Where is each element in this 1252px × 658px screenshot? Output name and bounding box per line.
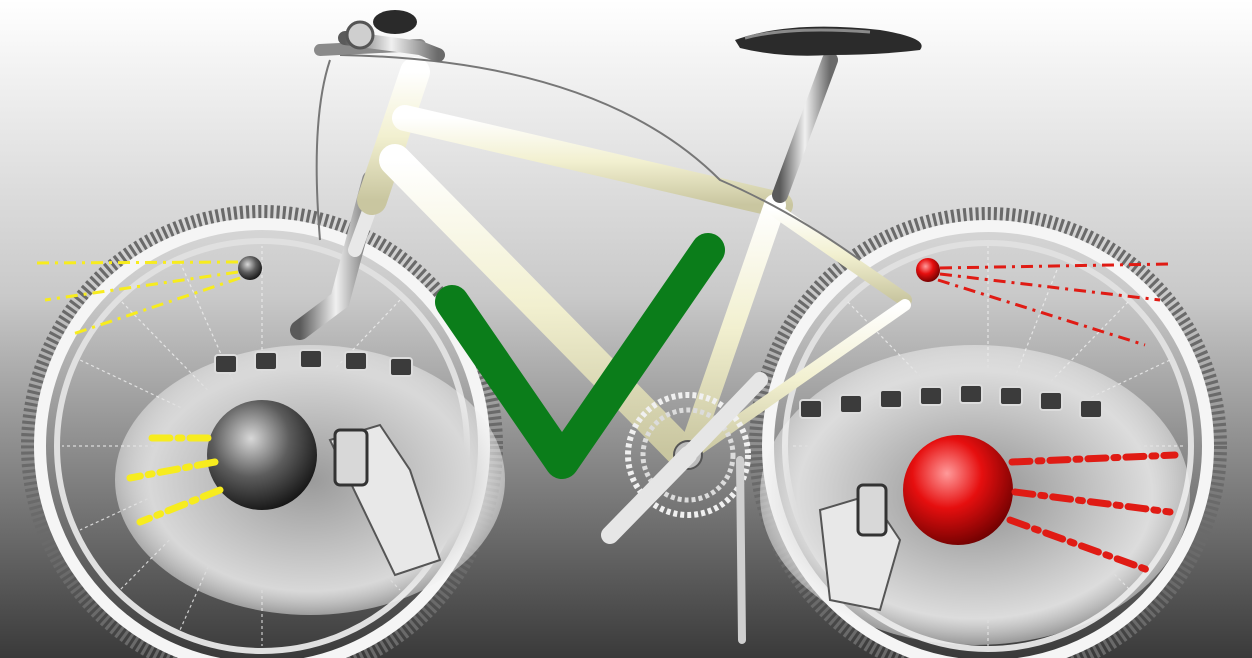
front-light-closeup: [115, 345, 505, 615]
kickstand: [740, 460, 742, 640]
taillight-icon: [903, 435, 1013, 545]
headlight-icon: [207, 400, 317, 510]
rear-light-closeup: [760, 345, 1190, 645]
